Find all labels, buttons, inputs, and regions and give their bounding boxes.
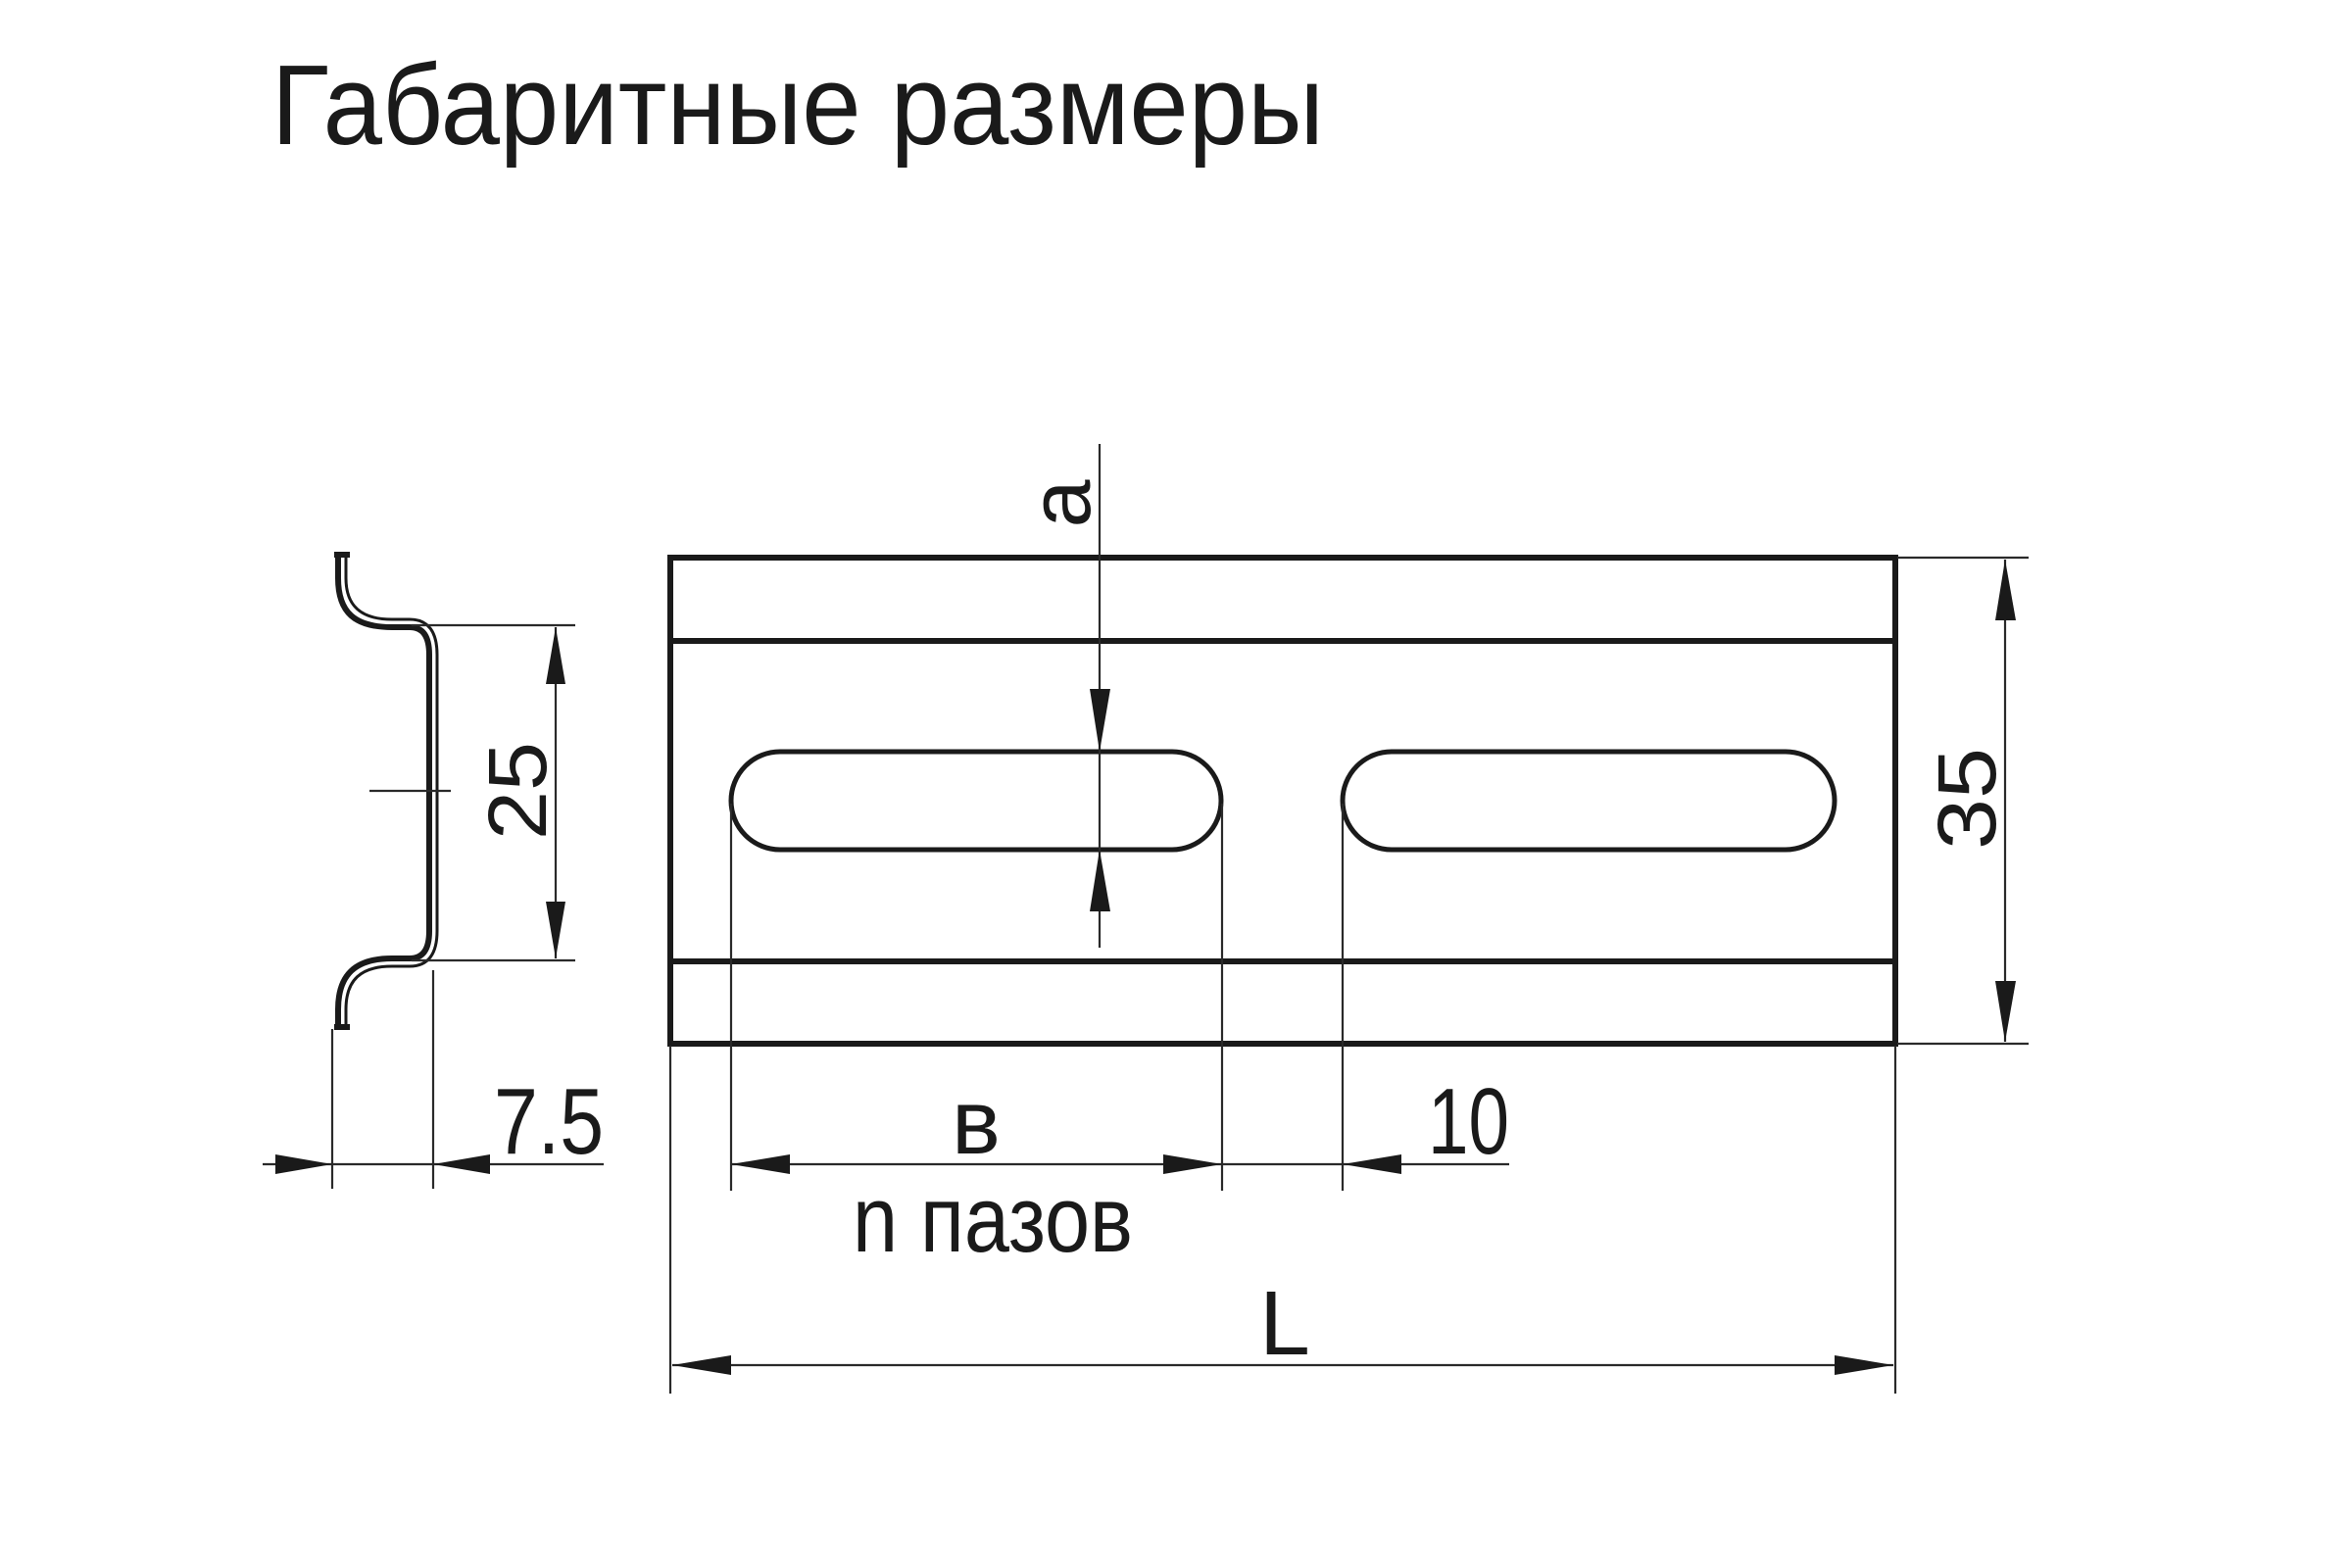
arrow-down-icon: [546, 902, 565, 958]
arrow-left-icon: [731, 1154, 790, 1174]
arrow-up-icon: [1995, 560, 2016, 620]
page-title: Габаритные размеры: [271, 41, 1324, 169]
slot-1: [728, 749, 1224, 853]
arrow-left-icon: [433, 1154, 490, 1174]
arrow-up-icon: [1090, 850, 1110, 911]
dim-b-label: в: [952, 1070, 1001, 1173]
arrow-right-icon: [275, 1154, 332, 1174]
rail-front-view: a 35 в 10 n пазов L: [667, 444, 2029, 1394]
profile-outline: [335, 557, 432, 1025]
rail-outline: [667, 555, 1898, 1047]
dim-L-label: L: [1259, 1272, 1310, 1374]
arrow-right-icon: [1163, 1154, 1222, 1174]
arrow-left-icon: [672, 1355, 731, 1375]
rail-profile-view: 25 7.5: [263, 552, 604, 1189]
dim-a-label: a: [1011, 479, 1108, 527]
dim-10-label: 10: [1428, 1069, 1509, 1174]
arrow-right-icon: [1835, 1355, 1893, 1375]
arrow-down-icon: [1090, 689, 1110, 752]
dim-25-label: 25: [471, 742, 564, 840]
slot-2: [1340, 749, 1838, 853]
dim-35-label: 35: [1921, 748, 2013, 850]
dim-7-5-label: 7.5: [494, 1069, 604, 1174]
slot-count-label: n пазов: [853, 1167, 1133, 1272]
arrow-left-icon: [1343, 1154, 1401, 1174]
profile-inner-outline: [344, 557, 439, 1025]
arrow-down-icon: [1995, 981, 2016, 1042]
arrow-up-icon: [546, 627, 565, 684]
